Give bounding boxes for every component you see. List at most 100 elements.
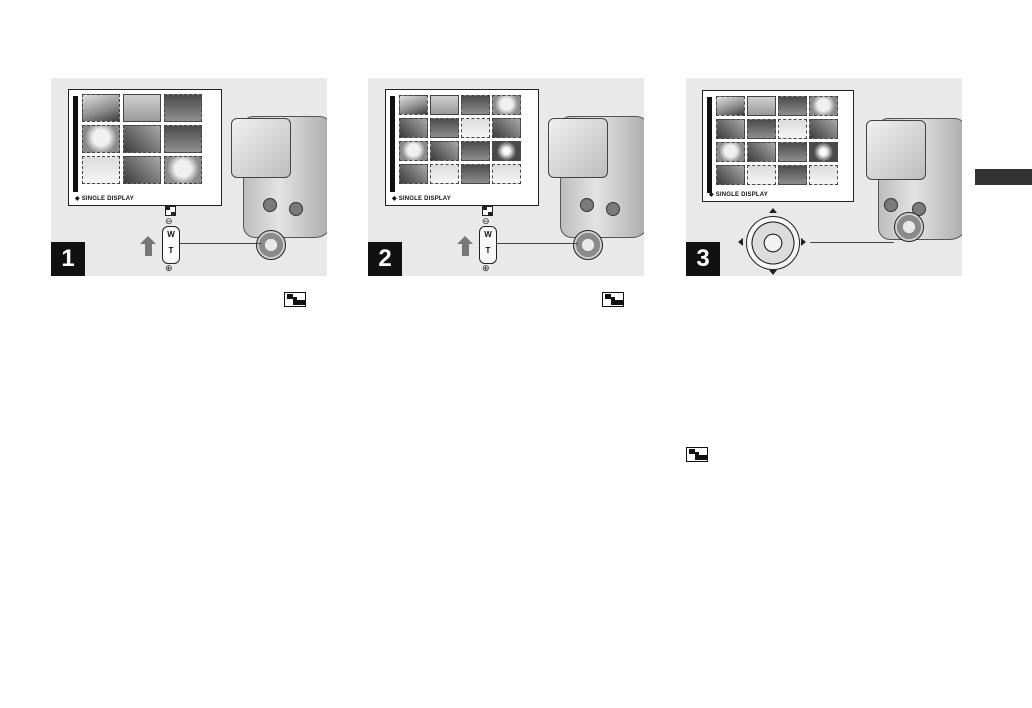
thumbnail [123, 125, 161, 153]
index-mini-icon [482, 206, 493, 216]
camera-button [289, 202, 303, 216]
thumbnail [164, 94, 202, 122]
scroll-bar [73, 96, 78, 192]
up-arrow-icon [140, 236, 156, 244]
thumbnail [492, 95, 521, 115]
thumbnail [430, 141, 459, 161]
control-button-dpad [746, 216, 800, 270]
zoom-lever-t: T [168, 246, 174, 255]
index-mini-icon [165, 206, 176, 216]
callout-line [810, 242, 894, 243]
thumbnail-grid [82, 94, 202, 184]
thumbnail [430, 95, 459, 115]
right-arrow-icon [801, 238, 806, 246]
thumbnail [747, 142, 776, 162]
thumbnail [461, 141, 490, 161]
zoom-lever-w: W [167, 230, 175, 239]
thumbnail [399, 164, 428, 184]
zoom-lever-t: T [485, 246, 491, 255]
left-arrow-icon [738, 238, 743, 246]
thumbnail [461, 164, 490, 184]
camera-dpad [256, 230, 286, 260]
thumbnail [461, 118, 490, 138]
thumbnail [492, 164, 521, 184]
single-display-label: ◆ SINGLE DISPLAY [709, 192, 768, 198]
zoom-lever: W T [479, 226, 497, 264]
thumbnail [716, 119, 745, 139]
thumbnail [778, 165, 807, 185]
lcd-index-screen: ◆ SINGLE DISPLAY [68, 89, 222, 206]
scroll-bar [707, 97, 712, 193]
single-display-text: SINGLE DISPLAY [81, 196, 134, 202]
thumbnail [399, 118, 428, 138]
single-display-label: ◆ SINGLE DISPLAY [75, 196, 134, 202]
illustration-step-1: ◆ SINGLE DISPLAY ⊖ W T ⊕ 1 [51, 78, 327, 276]
thumbnail-grid [716, 96, 838, 185]
thumbnail [492, 141, 521, 161]
callout-line [496, 243, 578, 244]
thumbnail [123, 94, 161, 122]
thumbnail [399, 141, 428, 161]
thumbnail [164, 125, 202, 153]
index-display-icon [686, 447, 708, 462]
thumbnail [716, 96, 745, 116]
camera-lcd [548, 118, 608, 178]
thumbnail [747, 96, 776, 116]
thumbnail [82, 156, 120, 184]
illustration-step-2: ◆ SINGLE DISPLAY ⊖ W T ⊕ 2 [368, 78, 644, 276]
thumbnail [716, 165, 745, 185]
zoom-lever-w: W [484, 230, 492, 239]
thumbnail [747, 119, 776, 139]
scroll-bar [390, 96, 395, 192]
step-number-badge: 1 [51, 242, 85, 276]
camera-lcd [866, 120, 926, 180]
thumbnail [430, 164, 459, 184]
thumbnail [123, 156, 161, 184]
thumbnail [399, 95, 428, 115]
thumbnail [778, 96, 807, 116]
zoom-lever: W T [162, 226, 180, 264]
thumbnail [809, 142, 838, 162]
thumbnail [809, 119, 838, 139]
thumbnail [809, 165, 838, 185]
up-arrow-stem [144, 244, 152, 256]
index-display-icon [602, 292, 624, 307]
thumbnail [778, 142, 807, 162]
camera-lcd [231, 118, 291, 178]
step-number-badge: 3 [686, 242, 720, 276]
up-arrow-stem [461, 244, 469, 256]
camera-dpad [573, 230, 603, 260]
camera-button [606, 202, 620, 216]
thumbnail [747, 165, 776, 185]
thumbnail [82, 94, 120, 122]
zoom-in-icon: ⊕ [165, 263, 173, 273]
single-display-text: SINGLE DISPLAY [715, 192, 768, 198]
up-arrow-icon [769, 208, 777, 213]
thumbnail [430, 118, 459, 138]
up-arrow-icon [457, 236, 473, 244]
zoom-in-icon: ⊕ [482, 263, 490, 273]
lcd-index-screen: ◆ SINGLE DISPLAY [702, 90, 854, 202]
camera-button [263, 198, 277, 212]
down-arrow-icon [769, 270, 777, 275]
thumbnail [461, 95, 490, 115]
thumbnail [492, 118, 521, 138]
section-tab [975, 169, 1032, 185]
zoom-out-icon: ⊖ [482, 216, 490, 226]
camera-button [580, 198, 594, 212]
camera-button [884, 198, 898, 212]
lcd-index-screen: ◆ SINGLE DISPLAY [385, 89, 539, 206]
zoom-out-icon: ⊖ [165, 216, 173, 226]
thumbnail [164, 156, 202, 184]
step-number-badge: 2 [368, 242, 402, 276]
single-display-label: ◆ SINGLE DISPLAY [392, 196, 451, 202]
illustration-step-3: ◆ SINGLE DISPLAY 3 [686, 78, 962, 276]
thumbnail [716, 142, 745, 162]
thumbnail [82, 125, 120, 153]
thumbnail [809, 96, 838, 116]
thumbnail [778, 119, 807, 139]
camera-dpad [894, 212, 924, 242]
index-display-icon [284, 292, 306, 307]
callout-line [179, 243, 261, 244]
thumbnail-grid [399, 95, 521, 184]
